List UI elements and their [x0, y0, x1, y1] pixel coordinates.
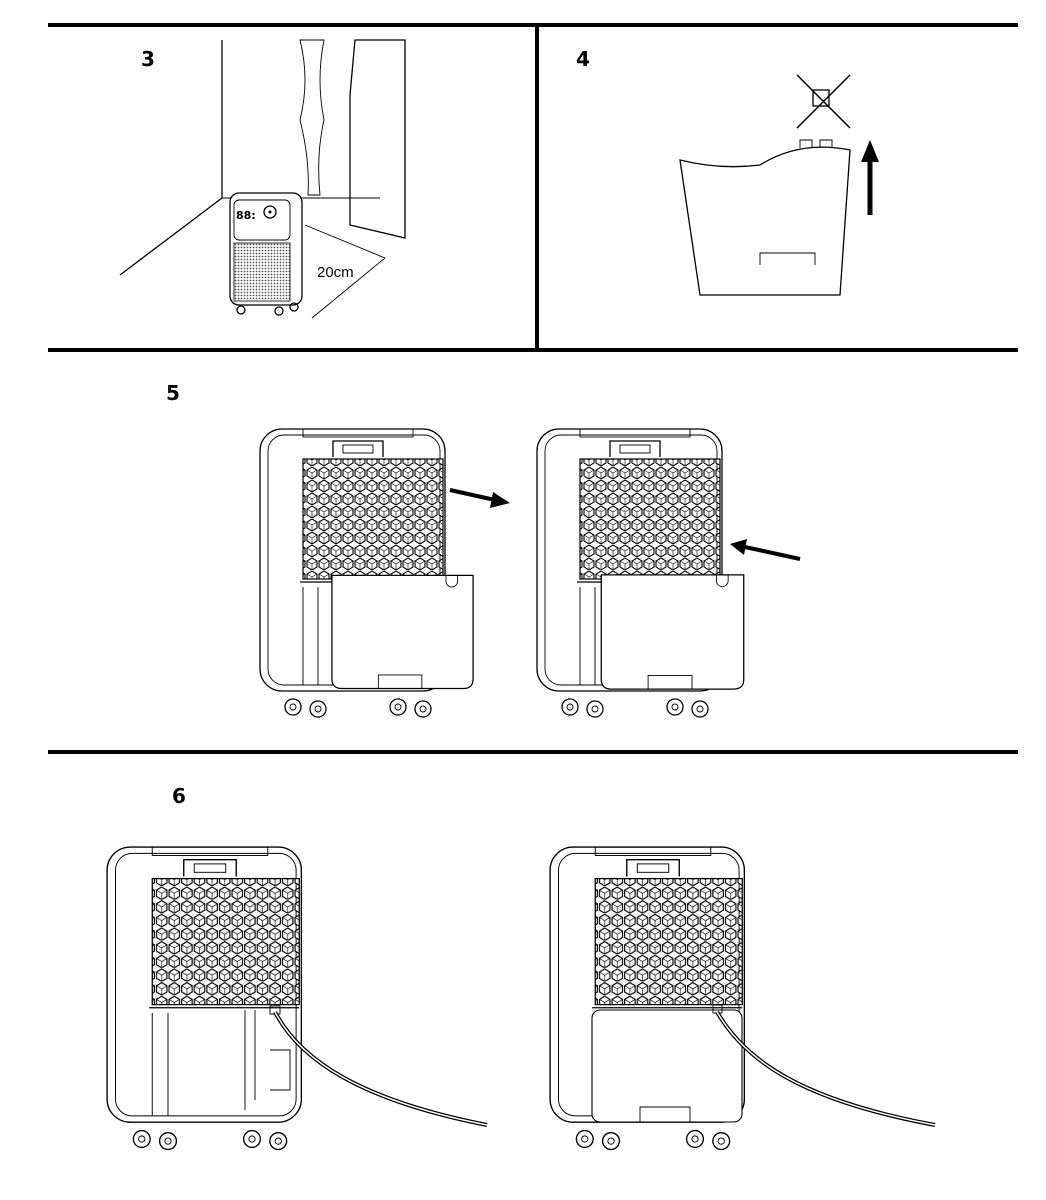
- divider-vertical: [535, 23, 539, 350]
- step-5-number: 5: [166, 381, 180, 405]
- step-6-hose-no-tank: [106, 846, 488, 1151]
- arrow-left-icon: [730, 539, 801, 561]
- arrow-right-icon: [449, 488, 510, 508]
- step-3-number: 3: [141, 47, 155, 71]
- step-4-tank-illustration: [679, 74, 879, 296]
- divider-middle: [48, 348, 1018, 352]
- step-4-number: 4: [576, 47, 590, 71]
- display-digits: 88:: [236, 209, 256, 222]
- distance-label: 20cm: [317, 264, 354, 281]
- step-6-hose-with-tank: [549, 846, 936, 1151]
- crossed-out-float-icon: [796, 74, 851, 129]
- step-5-remove-tank: [259, 428, 510, 718]
- step-6-number: 6: [172, 784, 186, 808]
- divider-top: [48, 23, 1018, 27]
- arrow-up-icon: [861, 140, 879, 215]
- divider-lower: [48, 750, 1018, 754]
- step-3-placement-illustration: 88: 20cm: [119, 39, 406, 319]
- step-5-insert-tank: [536, 428, 801, 718]
